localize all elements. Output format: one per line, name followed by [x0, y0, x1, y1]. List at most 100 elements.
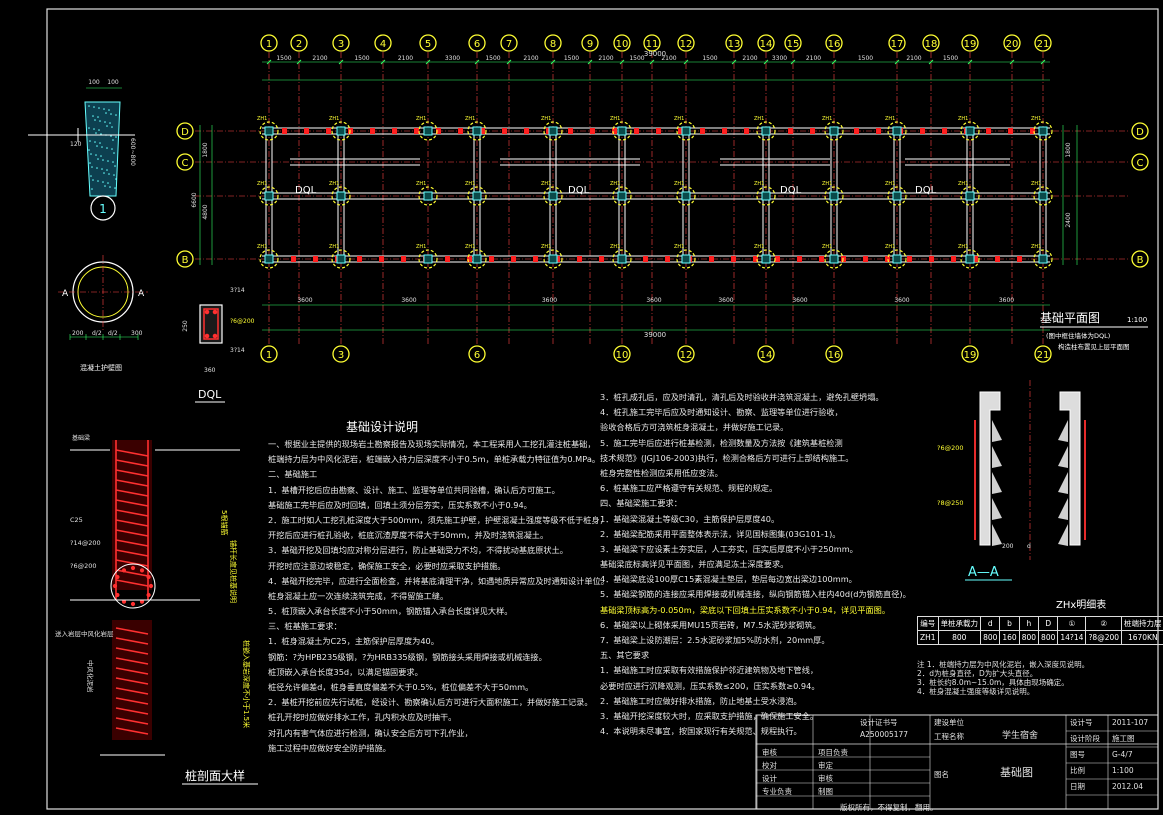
- dim-tick: [967, 59, 973, 65]
- pile-spiral: [115, 449, 149, 457]
- detail1-section: [84, 101, 121, 197]
- grid-bubble-row: [176, 122, 194, 140]
- plan-title: 基础平面图: [1040, 311, 1100, 325]
- dim-text: 2100: [398, 55, 413, 62]
- dim-text: 2100: [906, 55, 921, 62]
- grid-bubble-bottom: [332, 345, 350, 363]
- dim-text: 3600: [792, 297, 807, 304]
- note-line: 7．基础梁上设防潮层：2.5水泥砂浆加5%防水剂，20mm厚。: [600, 635, 830, 645]
- wall-segment: [700, 128, 705, 134]
- pile-side-note: 锚杆长度见桩基说明: [229, 540, 238, 603]
- pile-tag: ZH1: [1031, 181, 1041, 187]
- note-line: 3．基础梁下应设素土夯实层，人工夯实，压实后厚度不小于250mm。: [600, 543, 858, 554]
- note-line: 桩身完整性检测应采用低应变法。: [600, 467, 723, 478]
- pile-column: [548, 191, 558, 201]
- note-line: 3．基础开挖及回填均应对称分层进行，防止基础受力不均，不得扰动基底原状土。: [268, 545, 568, 556]
- dim-total-bottom: 39000: [644, 331, 666, 339]
- pile-spiral: [115, 707, 149, 715]
- dim-text: 4800: [202, 204, 209, 219]
- note-line: 4．基础梁底设100厚C15素混凝土垫层，垫层每边宽出梁边100mm。: [600, 574, 857, 585]
- wall-segment: [414, 128, 419, 134]
- pile-tag: ZH1: [541, 116, 551, 122]
- wall-segment: [291, 256, 296, 262]
- dim-tick: [338, 59, 344, 65]
- wall-segment: [797, 256, 802, 262]
- pile-column: [336, 254, 346, 264]
- project-label: 工程名称: [934, 732, 964, 741]
- plan-note: 构造柱布置见上层平面图: [1058, 342, 1130, 351]
- wall-segment: [634, 128, 639, 134]
- pile-plan-rebar: [148, 583, 154, 589]
- note-line: 二、基础施工: [268, 469, 318, 480]
- dql-section: [199, 304, 223, 344]
- drawing-border: [46, 8, 1159, 810]
- grid-bubble-bottom: [825, 345, 843, 363]
- pile-tag: ZH1: [257, 181, 267, 187]
- pile-spiral: [115, 717, 149, 725]
- pile-tag: ZH1: [465, 181, 475, 187]
- concrete-dot: [92, 179, 94, 181]
- wall-segment: [502, 128, 507, 134]
- concrete-dot: [102, 159, 104, 161]
- grid-label-top: 17: [891, 39, 904, 50]
- wall-segment: [788, 128, 793, 134]
- grid-bubble-top: [825, 34, 843, 52]
- grid-label-bottom: 1: [266, 350, 272, 361]
- dim-text: 2100: [312, 55, 327, 62]
- pile-circle: [887, 186, 907, 206]
- pile-plan-rebar: [130, 601, 136, 607]
- concrete-dot: [90, 175, 92, 177]
- detail1-dim: 100: [107, 79, 119, 86]
- dim-text: 3600: [542, 297, 557, 304]
- legend-cell: 1670KN: [1121, 630, 1163, 645]
- pile-tag: ZH1: [885, 244, 895, 250]
- dim-text: 1500: [858, 55, 873, 62]
- legend-header-cell: D: [1038, 616, 1059, 631]
- pile-spiral: [115, 677, 149, 685]
- dql-dim: 3?14: [230, 347, 245, 354]
- pile-spiral: [115, 569, 149, 577]
- grid-label-top: 7: [506, 39, 512, 50]
- note-line: 桩身混凝土应一次连续浇筑完成，不得留施工缝。: [268, 590, 449, 601]
- dim-text: 2400: [1065, 212, 1072, 227]
- grid-bubble-bottom: [961, 345, 979, 363]
- dim-tick: [763, 59, 769, 65]
- grid-label-bottom: 10: [616, 350, 629, 361]
- concrete-dot: [97, 158, 99, 160]
- dim-tick: [587, 59, 593, 65]
- note-line: 三、桩基施工要求：: [268, 621, 342, 632]
- pile-column: [892, 191, 902, 201]
- dim-tick: [928, 59, 934, 65]
- pile-circle: [331, 249, 351, 269]
- concrete-dot: [96, 145, 98, 147]
- dim-text: 1500: [276, 55, 291, 62]
- grid-label-top: 8: [550, 39, 556, 50]
- titleblock-frame: [755, 714, 1159, 810]
- pile-plan-circle: [110, 563, 156, 609]
- pile-column: [761, 254, 771, 264]
- pile-circle: [676, 186, 696, 206]
- note-line: 3．基础开挖深度较大时，应采取支护措施，确保施工安全。: [600, 710, 819, 721]
- note-line: 桩端持力层为中风化泥岩，桩端嵌入持力层深度不小于0.5m，单桩承载力特征值为0.…: [268, 454, 601, 465]
- concrete-dot: [107, 182, 109, 184]
- detail1-dim: 120: [70, 141, 82, 148]
- pile-column: [264, 191, 274, 201]
- legend-cell: 160: [999, 630, 1020, 645]
- wall-segment: [863, 256, 868, 262]
- grid-label-row: D: [1136, 127, 1144, 138]
- concrete-dot: [94, 141, 96, 143]
- pile-column: [617, 191, 627, 201]
- concrete-dot: [93, 106, 95, 108]
- dim-tick: [266, 59, 272, 65]
- pile-circle: [676, 121, 696, 141]
- dim-text: 3600: [401, 297, 416, 304]
- concrete-dot: [109, 186, 111, 188]
- plan-note: (图中框住墙体为DQL): [1046, 331, 1110, 340]
- zh-wall-left: [979, 391, 1001, 546]
- dim-text: 1500: [485, 55, 500, 62]
- grid-label-top: 20: [1006, 39, 1019, 50]
- concrete-dot: [97, 180, 99, 182]
- pile-circle: [259, 249, 279, 269]
- dim-text: 2100: [523, 55, 538, 62]
- grid-bubble-top: [961, 34, 979, 52]
